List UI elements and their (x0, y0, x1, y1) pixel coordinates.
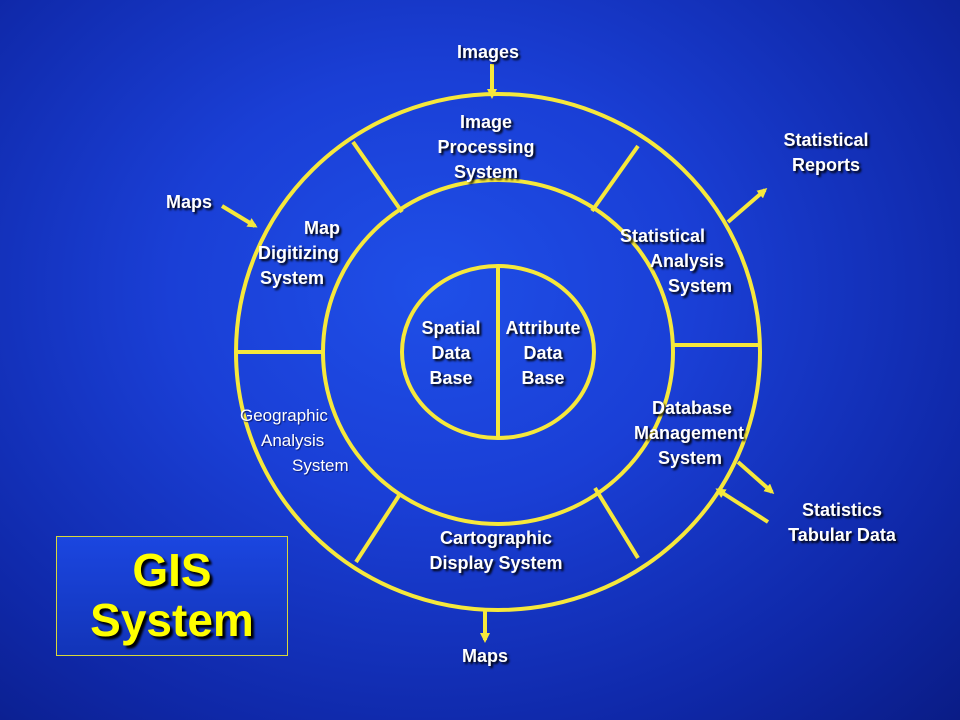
spoke-top-left (351, 140, 404, 214)
statistical-analysis-system-label: Statistical Analysis System (620, 226, 733, 296)
spoke-top-right (590, 144, 640, 213)
statistical-reports-label: Statistical Reports (783, 130, 869, 175)
images-label: Images (456, 42, 520, 62)
maps-out-label: Maps (461, 646, 509, 666)
arrow-tabular-data-in (715, 488, 770, 524)
geographic-analysis-system-label: Geographic Analysis System (240, 406, 349, 475)
arrow-statistics-out (736, 460, 775, 494)
database-management-system-label: Database Management System (634, 398, 745, 468)
statistics-tabular-label: Statistics Tabular Data (788, 500, 896, 545)
cartographic-display-system-label: Cartographic Display System (429, 528, 563, 573)
gis-system-title-box: GIS System (56, 536, 288, 656)
attribute-data-base-label: Attribute Data Base (505, 318, 581, 388)
maps-in-label: Maps (166, 192, 213, 212)
arrow-maps-in (220, 204, 258, 228)
title-line-1: GIS (132, 544, 212, 596)
arrow-statistical-reports-out (726, 188, 768, 224)
map-digitizing-system-label: Map Digitizing System (258, 218, 340, 288)
title-line-2: System (90, 594, 254, 646)
spoke-bottom-left (354, 492, 402, 564)
spoke-bottom-right (593, 486, 640, 560)
spatial-data-base-label: Spatial Data Base (421, 318, 481, 388)
image-processing-system-label: Image Processing System (437, 112, 535, 182)
